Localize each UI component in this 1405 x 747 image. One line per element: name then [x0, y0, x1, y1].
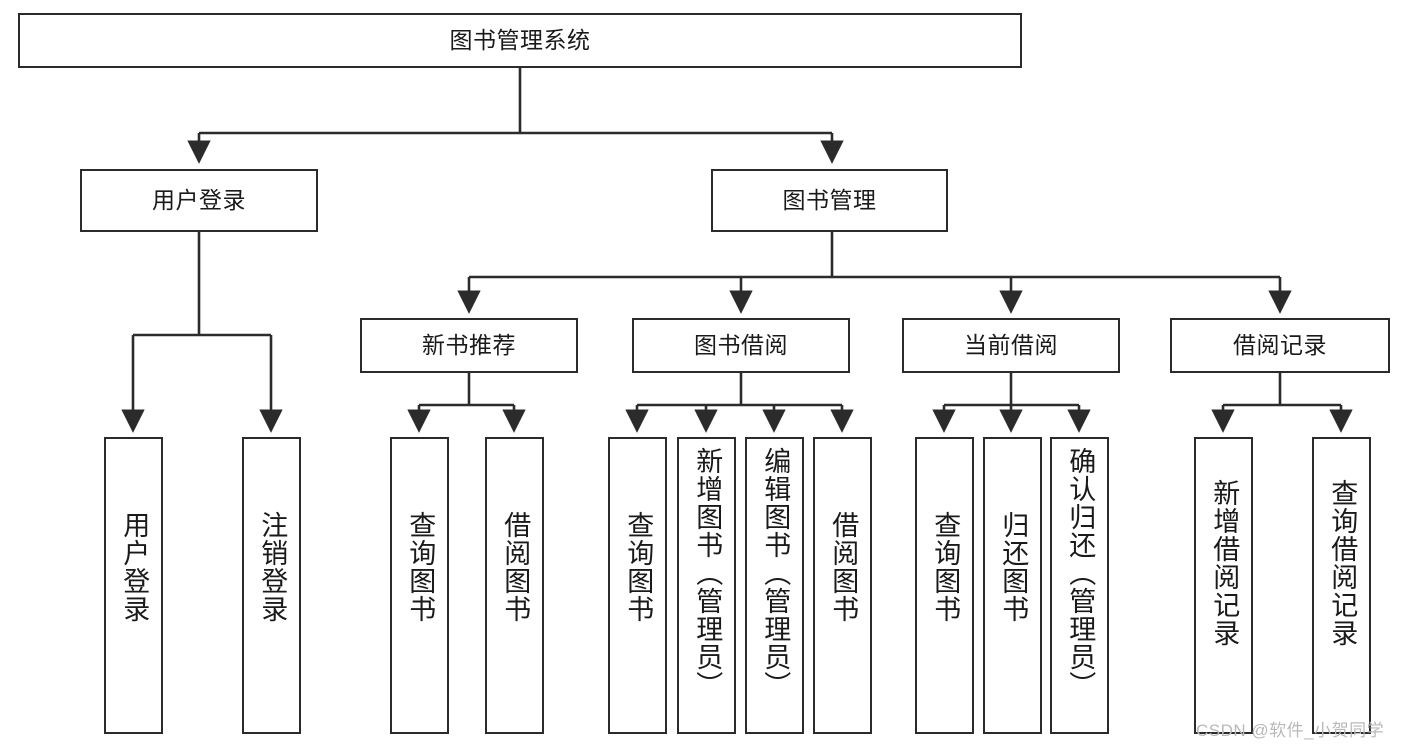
node-label: 用户登录: [119, 511, 150, 623]
node-book-manage[interactable]: 图书管理: [711, 169, 948, 232]
node-label: 查询借阅记录: [1327, 479, 1358, 647]
node-leaf-add-record[interactable]: 新增借阅记录: [1194, 437, 1253, 734]
node-book-borrow[interactable]: 图书借阅: [632, 318, 850, 373]
node-current-borrow[interactable]: 当前借阅: [902, 318, 1120, 373]
node-label: 新增借阅记录: [1209, 479, 1240, 647]
node-leaf-user-logout[interactable]: 注销登录: [242, 437, 301, 734]
node-leaf-add-book[interactable]: 新增图书（管理员）: [677, 437, 736, 734]
node-label: 注销登录: [257, 511, 288, 623]
node-label: 新书推荐: [422, 332, 516, 359]
node-label: 确认归还（管理员）: [1065, 447, 1096, 699]
node-label: 编辑图书（管理员）: [760, 447, 791, 699]
node-leaf-confirm-return[interactable]: 确认归还（管理员）: [1050, 437, 1109, 734]
node-leaf-return-book[interactable]: 归还图书: [983, 437, 1042, 734]
node-leaf-query-book-3[interactable]: 查询图书: [915, 437, 974, 734]
node-label: 查询图书: [623, 511, 654, 623]
node-label: 查询图书: [930, 511, 961, 623]
node-label: 借阅记录: [1233, 332, 1327, 359]
node-label: 查询图书: [405, 511, 436, 623]
node-leaf-edit-book[interactable]: 编辑图书（管理员）: [745, 437, 804, 734]
node-new-book-recommend[interactable]: 新书推荐: [360, 318, 578, 373]
node-label: 归还图书: [998, 511, 1029, 623]
node-label: 借阅图书: [828, 511, 859, 623]
node-leaf-query-book-1[interactable]: 查询图书: [390, 437, 449, 734]
csdn-watermark: CSDN @软件_小贺同学: [1196, 721, 1385, 740]
node-label: 当前借阅: [964, 332, 1058, 359]
node-label: 图书管理系统: [449, 27, 591, 54]
node-root-system[interactable]: 图书管理系统: [18, 13, 1022, 68]
node-leaf-user-login[interactable]: 用户登录: [104, 437, 163, 734]
node-label: 借阅图书: [500, 511, 531, 623]
node-label: 用户登录: [152, 187, 246, 214]
node-leaf-query-book-2[interactable]: 查询图书: [608, 437, 667, 734]
node-user-login[interactable]: 用户登录: [80, 169, 318, 232]
node-leaf-borrow-book-2[interactable]: 借阅图书: [813, 437, 872, 734]
node-leaf-query-record[interactable]: 查询借阅记录: [1312, 437, 1371, 734]
node-borrow-record[interactable]: 借阅记录: [1170, 318, 1390, 373]
node-label: 新增图书（管理员）: [692, 447, 723, 699]
node-label: 图书管理: [782, 187, 877, 214]
node-leaf-borrow-book-1[interactable]: 借阅图书: [485, 437, 544, 734]
node-label: 图书借阅: [694, 332, 788, 359]
